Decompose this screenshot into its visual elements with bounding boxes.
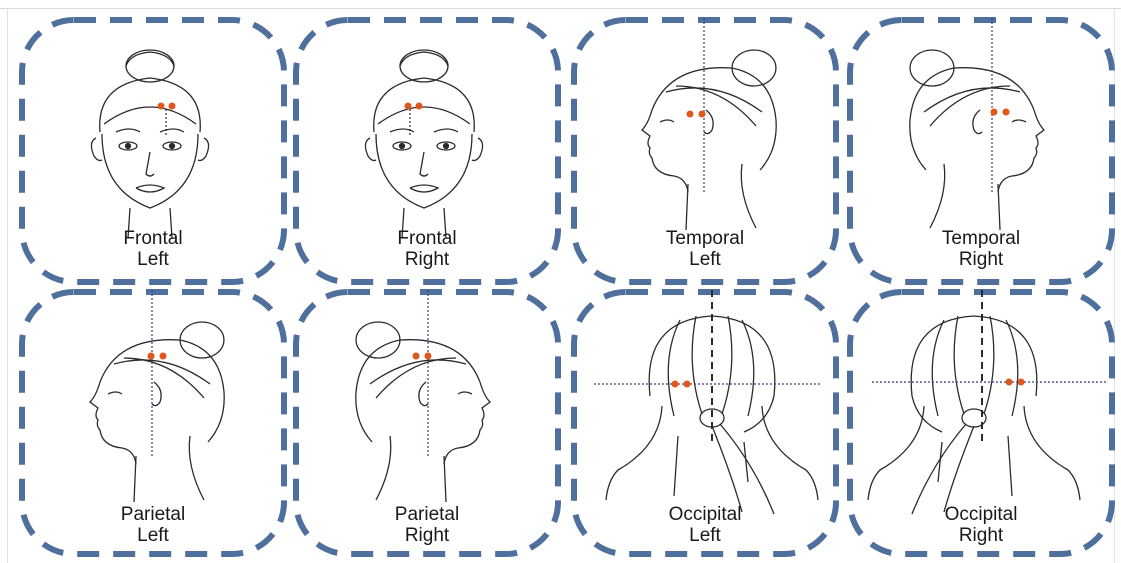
- electrode-dot: [148, 353, 155, 360]
- region-label: Temporal: [566, 228, 844, 249]
- profile-head-illustration: [90, 322, 224, 502]
- side-label: Right: [288, 525, 566, 546]
- region-label: Frontal: [288, 228, 566, 249]
- panel-label: Frontal Left: [14, 228, 292, 270]
- region-label: Occipital: [842, 504, 1120, 525]
- side-label: Left: [566, 525, 844, 546]
- electrode-dot: [169, 103, 176, 110]
- side-label: Right: [842, 525, 1120, 546]
- panel-occipital-right: Occipital Right: [842, 286, 1120, 562]
- electrode-dot: [672, 381, 679, 388]
- electrode-dot: [684, 381, 691, 388]
- electrode-dot: [425, 353, 432, 360]
- front-face-illustration: [365, 50, 482, 238]
- panel-label: Parietal Right: [288, 504, 566, 546]
- panel-label: Occipital Right: [842, 504, 1120, 546]
- panel-occipital-left: Occipital Left: [566, 286, 844, 562]
- panel-label: Temporal Right: [842, 228, 1120, 270]
- panel-label: Parietal Left: [14, 504, 292, 546]
- region-label: Frontal: [14, 228, 292, 249]
- profile-head-illustration: [642, 50, 776, 230]
- electrode-dot: [1018, 379, 1025, 386]
- electrode-dot: [1006, 379, 1013, 386]
- top-border-line: [0, 0, 1121, 9]
- left-border-line: [7, 8, 8, 563]
- side-label: Right: [288, 249, 566, 270]
- panel-temporal-right: Temporal Right: [842, 14, 1120, 290]
- electrode-dot: [405, 103, 412, 110]
- side-label: Left: [566, 249, 844, 270]
- electrode-dot: [413, 353, 420, 360]
- region-label: Parietal: [14, 504, 292, 525]
- profile-head-illustration: [356, 322, 490, 502]
- panel-parietal-left: Parietal Left: [14, 286, 292, 562]
- region-label: Occipital: [566, 504, 844, 525]
- side-label: Right: [842, 249, 1120, 270]
- electrode-dot: [991, 109, 998, 116]
- panel-label: Occipital Left: [566, 504, 844, 546]
- electrode-dot: [687, 111, 694, 118]
- region-label: Temporal: [842, 228, 1120, 249]
- electrode-dot: [160, 353, 167, 360]
- panel-temporal-left: Temporal Left: [566, 14, 844, 290]
- profile-head-illustration: [910, 50, 1044, 230]
- electrode-dot: [158, 103, 165, 110]
- panel-frontal-right: Frontal Right: [288, 14, 566, 290]
- panel-label: Frontal Right: [288, 228, 566, 270]
- panel-frontal-left: Frontal Left: [14, 14, 292, 290]
- panel-parietal-right: Parietal Right: [288, 286, 566, 562]
- region-label: Parietal: [288, 504, 566, 525]
- electrode-dot: [1003, 109, 1010, 116]
- side-label: Left: [14, 249, 292, 270]
- back-head-illustration: [868, 316, 1080, 514]
- electrode-dot: [699, 111, 706, 118]
- panel-label: Temporal Left: [566, 228, 844, 270]
- side-label: Left: [14, 525, 292, 546]
- electrode-dot: [416, 103, 423, 110]
- front-face-illustration: [91, 50, 208, 238]
